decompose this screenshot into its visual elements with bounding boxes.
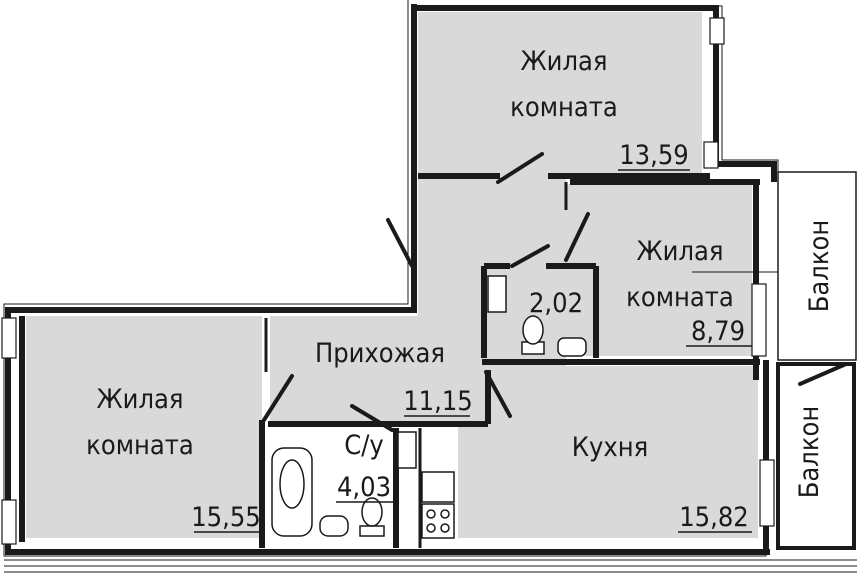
room-living-top: [418, 12, 702, 176]
living-right-name-line2: комната: [626, 282, 734, 313]
room-hallway-left: [270, 316, 490, 421]
kitchen-name: Кухня: [572, 432, 648, 463]
living-top-name-line1: Жилая: [521, 46, 608, 77]
hallway-name: Прихожая: [315, 338, 445, 369]
living-left-name-line2: комната: [86, 430, 194, 461]
labels: Жилая комната 13,59 Жилая комната 8,79 2…: [86, 46, 835, 533]
wc-riser: [487, 275, 507, 313]
living-right-area: 8,79: [691, 316, 745, 347]
balcony-lower: [776, 362, 856, 550]
windows: [1, 17, 775, 545]
window-top-right-lower: [703, 141, 719, 169]
window-left-room-lower: [1, 499, 17, 545]
fixtures: [271, 275, 587, 539]
kitchen-sink: [421, 471, 455, 503]
balcony-door-swing: [798, 362, 848, 386]
kitchen-area: 15,82: [679, 502, 749, 533]
living-left-name-line1: Жилая: [97, 384, 184, 415]
living-top-area: 13,59: [619, 140, 689, 171]
balcony-upper-name: Балкон: [804, 220, 835, 313]
bathroom-area: 4,03: [337, 472, 391, 503]
room-kitchen: [458, 366, 758, 538]
living-left-area: 15,55: [191, 502, 261, 533]
wc-sink: [557, 337, 587, 357]
stove: [421, 503, 455, 539]
bathroom-name: С/у: [344, 430, 384, 461]
balcony-lower-name: Балкон: [794, 406, 825, 499]
balconies: [692, 171, 857, 550]
window-right-room: [751, 283, 767, 357]
bathroom-toilet: [361, 497, 383, 527]
room-living-left: [26, 316, 262, 538]
window-left-room: [1, 317, 17, 359]
wc-toilet: [522, 315, 544, 345]
wc-area: 2,02: [529, 288, 583, 319]
window-kitchen: [759, 459, 775, 527]
balcony-upper: [777, 171, 857, 361]
doors: [262, 152, 590, 432]
living-right-name-line1: Жилая: [637, 236, 724, 267]
bathroom-sink: [319, 515, 349, 537]
window-top-right: [709, 17, 725, 45]
bathroom-toilet-tank: [359, 525, 385, 537]
bath-riser: [397, 431, 417, 469]
hallway-area: 11,15: [403, 386, 473, 417]
living-top-name-line2: комната: [510, 92, 618, 123]
